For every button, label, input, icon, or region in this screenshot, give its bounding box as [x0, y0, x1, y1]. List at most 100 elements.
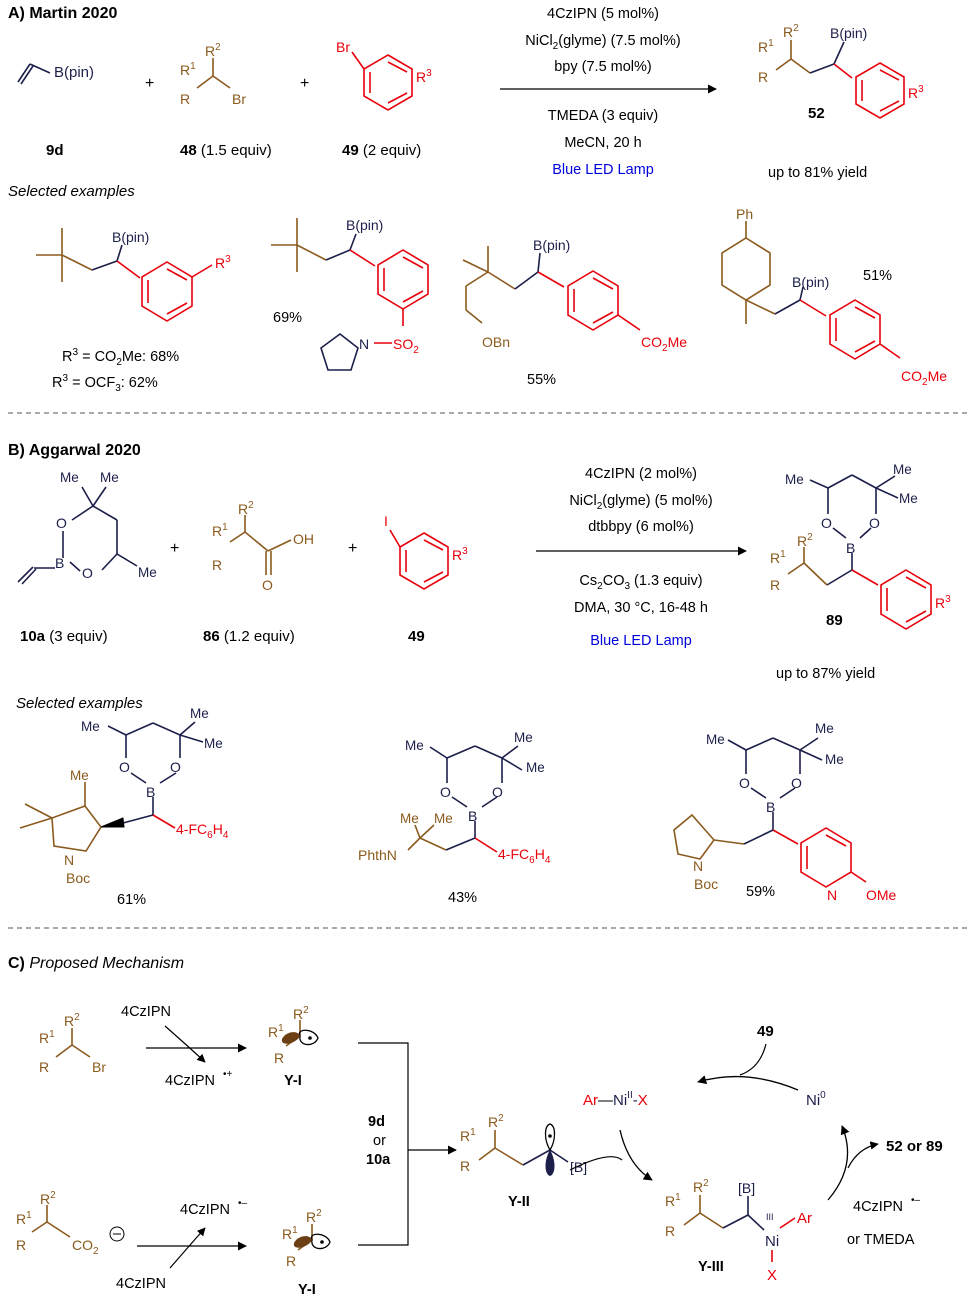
- r2-label: R2: [783, 23, 799, 40]
- r2-label: R2: [205, 42, 221, 59]
- yield-text: up to 87% yield: [776, 666, 875, 682]
- products-label: 52 or 89: [886, 1138, 943, 1155]
- bpin-label: B(pin): [112, 229, 149, 245]
- product-release-arrow: [847, 1141, 879, 1169]
- so2-label: SO2: [393, 336, 419, 356]
- ar-ni-x: Ar—NiII-X: [583, 1090, 648, 1109]
- boron-label: B: [146, 784, 155, 800]
- oxygen-label: O: [492, 784, 503, 800]
- r3-label: R3: [416, 68, 432, 85]
- r-label: R: [274, 1050, 284, 1066]
- alkene-9d: 9d: [368, 1114, 385, 1130]
- example-b2-structure: [407, 745, 523, 853]
- nickel-complex-y3: [683, 1195, 796, 1262]
- example-b1-yield: 61%: [117, 892, 146, 908]
- methyl-label: Me: [893, 462, 912, 477]
- aryl-label: 4-FC6H4: [498, 846, 551, 866]
- oxygen-label: O: [739, 775, 750, 791]
- example-a1-yield: R3 = CO2Me: 68%: [62, 347, 179, 368]
- oxygen-label: O: [791, 775, 802, 791]
- ph-label: Ph: [736, 206, 753, 222]
- r2-label: R2: [488, 1113, 504, 1130]
- br-label: Br: [232, 91, 246, 107]
- curved-arrow: [169, 1227, 206, 1269]
- bpin-label: B(pin): [792, 274, 829, 290]
- methyl-label: Me: [825, 752, 844, 767]
- boc-label: Boc: [694, 876, 718, 892]
- or-label: or: [373, 1133, 386, 1149]
- photocatalyst-radical-anion: 4CzIPN•–: [180, 1198, 247, 1218]
- nitrogen-label: N: [827, 887, 837, 903]
- r-label: R: [758, 69, 768, 85]
- nickel-label: Ni: [765, 1233, 779, 1250]
- r2-label: R2: [40, 1190, 56, 1207]
- methyl-label: Me: [400, 811, 419, 826]
- light-source: Blue LED Lamp: [590, 633, 692, 649]
- compound-48: 48 (1.5 equiv): [180, 142, 272, 159]
- p-orbital-filled: [545, 1150, 555, 1176]
- oxygen-label: O: [119, 759, 130, 775]
- ni0: Ni0: [806, 1090, 826, 1109]
- photocatalyst-radical-anion: 4CzIPN•–: [853, 1195, 920, 1215]
- r2-label: R2: [306, 1208, 322, 1225]
- boron-placeholder: [B]: [738, 1180, 755, 1196]
- convergence-bracket: [358, 1042, 409, 1246]
- plus-sign: +: [348, 540, 357, 557]
- nitrogen-label: N: [693, 858, 703, 874]
- oxygen-label: O: [821, 515, 832, 531]
- bpin-label: B(pin): [830, 25, 867, 41]
- methyl-label: Me: [815, 721, 834, 736]
- r2-label: R2: [797, 532, 813, 549]
- r-label: R: [665, 1223, 675, 1239]
- compound-89: 89: [826, 612, 843, 629]
- r1-label: R1: [665, 1192, 681, 1209]
- plus-sign: +: [170, 540, 179, 557]
- p-orbital-filled: [293, 1236, 312, 1248]
- compound-49: 49 (2 equiv): [342, 142, 421, 159]
- boron-placeholder: [B]: [570, 1159, 587, 1175]
- methyl-label: Me: [60, 470, 79, 485]
- r1-label: R1: [282, 1225, 298, 1242]
- aryl-halide-49: 49: [757, 1023, 774, 1040]
- oxygen-label: O: [869, 515, 880, 531]
- methyl-label: Me: [81, 719, 100, 734]
- example-b3-yield: 59%: [746, 884, 775, 900]
- methyl-label: Me: [204, 736, 223, 751]
- condition-line: TMEDA (3 equiv): [548, 108, 658, 124]
- p-orbital-filled: [281, 1032, 300, 1044]
- methyl-label: Me: [706, 732, 725, 747]
- r2-label: R2: [64, 1012, 80, 1029]
- br-label: Br: [92, 1059, 106, 1075]
- phthn-label: PhthN: [358, 847, 397, 863]
- aryl-iodide-structure: [389, 529, 449, 590]
- boron-label: B: [468, 808, 477, 824]
- condition-line: MeCN, 20 h: [564, 135, 641, 151]
- r1-label: R1: [180, 61, 196, 78]
- section-a-title: A) Martin 2020: [8, 5, 117, 22]
- aryl-label: 4-FC6H4: [176, 821, 229, 841]
- intermediate-y3: Y-III: [698, 1259, 724, 1275]
- condition-line: Cs2CO3 (1.3 equiv): [579, 573, 702, 592]
- plus-sign: +: [145, 75, 154, 92]
- r1-label: R1: [212, 522, 228, 539]
- methyl-label: Me: [526, 760, 545, 775]
- oxidation-state: III: [766, 1212, 774, 1222]
- r3-label: R3: [908, 84, 924, 101]
- boron-label: B: [846, 540, 855, 556]
- boron-label: B: [55, 555, 64, 571]
- selected-examples-label: Selected examples: [16, 695, 143, 712]
- curved-arrow: [569, 1156, 623, 1171]
- r-label: R: [286, 1253, 296, 1269]
- reagent-line: NiCl2(glyme) (7.5 mol%): [525, 33, 680, 52]
- r-label: R: [212, 557, 222, 573]
- photocatalyst-label: 4CzIPN: [116, 1276, 166, 1292]
- product-52-structure: [775, 40, 905, 119]
- mech-alkyl-bromide: [55, 1028, 91, 1058]
- radical-dot: [320, 1240, 324, 1244]
- example-a1-yield-2: R3 = OCF3: 62%: [52, 373, 158, 394]
- r-label: R: [16, 1237, 26, 1253]
- oxygen-label: O: [262, 577, 273, 593]
- compound-10a: 10a (3 equiv): [20, 628, 108, 645]
- methyl-label: Me: [100, 470, 119, 485]
